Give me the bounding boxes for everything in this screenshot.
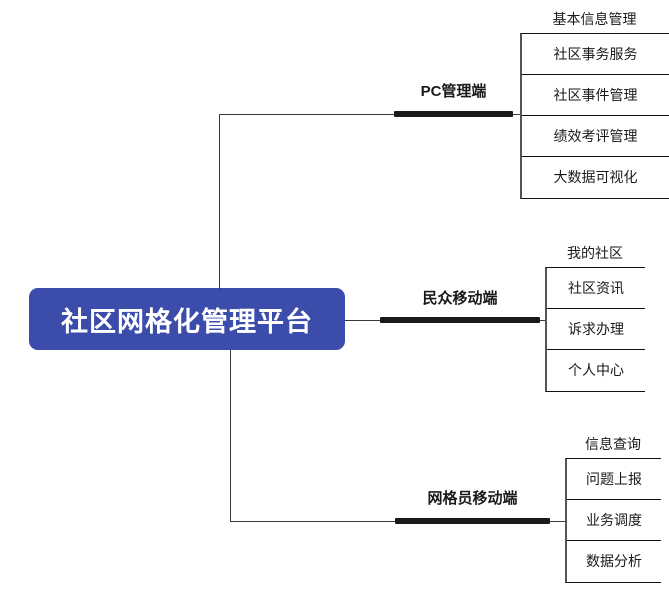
connector-root-to-branch-3-vertical xyxy=(230,350,232,522)
connector-root-to-branch-1-vertical xyxy=(219,114,221,290)
connector-root-to-branch-1-horizontal xyxy=(219,114,522,116)
branch-bar-1 xyxy=(394,111,513,117)
leaf-item[interactable]: 绩效考评管理 xyxy=(522,116,669,157)
branch-label-gridder-mobile[interactable]: 网格员移动端 xyxy=(427,490,518,507)
leaf-item[interactable]: 问题上报 xyxy=(567,459,661,500)
leaf-head-3[interactable]: 信息查询 xyxy=(585,436,641,452)
root-node[interactable]: 社区网格化管理平台 xyxy=(29,288,345,350)
branch-bar-2 xyxy=(380,317,540,323)
leaf-group-2: 我的社区 社区资讯 诉求办理 个人中心 xyxy=(545,239,669,392)
leaf-item[interactable]: 诉求办理 xyxy=(547,309,645,350)
leaf-box-1: 社区事务服务 社区事件管理 绩效考评管理 大数据可视化 xyxy=(520,33,669,199)
leaf-item[interactable]: 大数据可视化 xyxy=(553,169,638,185)
branch-bar-3 xyxy=(395,518,550,524)
leaf-item[interactable]: 个人中心 xyxy=(568,362,624,378)
leaf-head-2[interactable]: 我的社区 xyxy=(567,245,623,261)
leaf-group-3: 信息查询 问题上报 业务调度 数据分析 xyxy=(565,430,669,583)
leaf-group-1: 基本信息管理 社区事务服务 社区事件管理 绩效考评管理 大数据可视化 xyxy=(520,5,669,199)
leaf-head-1[interactable]: 基本信息管理 xyxy=(552,11,637,27)
leaf-item[interactable]: 业务调度 xyxy=(567,500,661,541)
leaf-item[interactable]: 数据分析 xyxy=(586,553,642,569)
leaf-item[interactable]: 社区资讯 xyxy=(547,268,645,309)
leaf-box-2: 社区资讯 诉求办理 个人中心 xyxy=(545,267,645,392)
branch-label-pc-admin[interactable]: PC管理端 xyxy=(420,83,487,100)
branch-label-citizen-mobile[interactable]: 民众移动端 xyxy=(422,290,498,307)
leaf-item[interactable]: 社区事件管理 xyxy=(522,75,669,116)
leaf-box-3: 问题上报 业务调度 数据分析 xyxy=(565,458,661,583)
leaf-item[interactable]: 社区事务服务 xyxy=(522,34,669,75)
